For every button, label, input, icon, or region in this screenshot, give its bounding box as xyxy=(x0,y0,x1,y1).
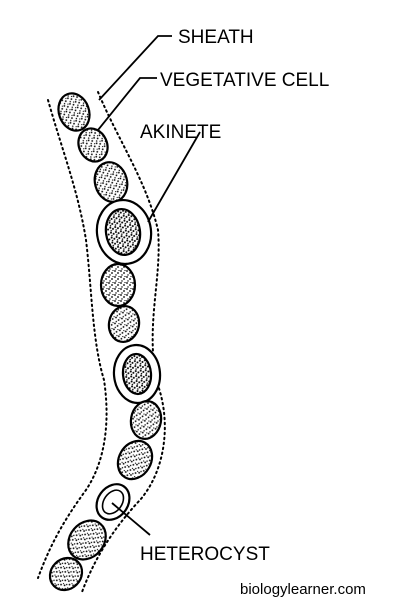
akinete-leader-line xyxy=(147,131,201,223)
vegetative-cell xyxy=(77,127,109,163)
label-heterocyst: HETEROCYST xyxy=(140,544,270,565)
sheath-leader-line xyxy=(98,35,172,101)
vegetative-cell xyxy=(129,400,163,440)
leader-lines xyxy=(97,35,201,536)
vegetative-cell xyxy=(93,161,129,203)
vegetative-cell xyxy=(116,439,154,481)
akinete-content xyxy=(104,208,142,256)
filament xyxy=(48,92,163,592)
vegetative-cell-leader-line xyxy=(97,77,157,131)
watermark: biologylearner.com xyxy=(240,581,366,598)
akinete-content xyxy=(121,352,153,396)
vegetative-cell xyxy=(57,92,91,132)
vegetative-cell xyxy=(67,519,107,561)
vegetative-cell xyxy=(107,304,141,344)
vegetative-cell xyxy=(48,556,84,592)
label-akinete: AKINETE xyxy=(140,122,221,143)
label-sheath: SHEATH xyxy=(178,27,254,48)
heterocyst-leader-line xyxy=(111,502,151,536)
label-vegetative-cell: VEGETATIVE CELL xyxy=(160,70,329,91)
sheath-left-edge xyxy=(37,99,108,579)
vegetative-cell xyxy=(99,262,137,308)
